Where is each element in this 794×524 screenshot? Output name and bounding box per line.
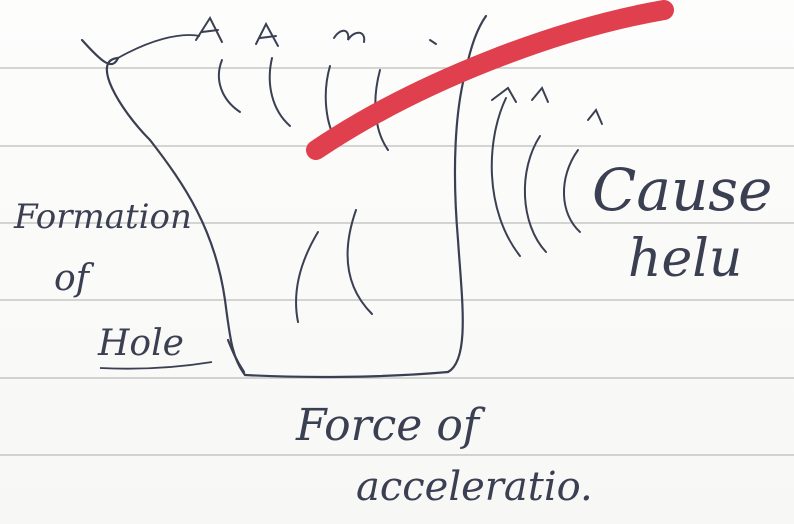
labels: Formation of Hole Cause helu Force of ac… [13, 156, 772, 510]
hole-label-underline [99, 361, 213, 370]
right-arrow-mark [587, 108, 603, 125]
hole-right-wall [446, 14, 488, 374]
arrow-tick [429, 39, 437, 45]
field-line [268, 57, 291, 127]
right-arrow-mark [531, 86, 549, 103]
label-right-line2: helu [628, 229, 742, 289]
top-field-lines [217, 57, 389, 151]
arrow-mark [195, 15, 223, 43]
hole-outline [80, 14, 488, 379]
red-strike-mark [306, 0, 674, 160]
inner-line [346, 209, 373, 315]
top-connector-stroke [117, 34, 201, 59]
arrow-mark [333, 29, 366, 43]
label-bottom-line1: Force of [295, 400, 486, 451]
right-arrow-mark [491, 86, 517, 103]
label-left-line1: Formation [13, 197, 192, 237]
right-arc [490, 97, 521, 257]
right-arc [523, 135, 547, 253]
hole-bottom [243, 370, 450, 379]
hole-left-wall [105, 56, 247, 377]
label-left-line2: of [54, 258, 95, 299]
label-right-line1: Cause [592, 156, 772, 224]
arrow-mark [255, 21, 279, 47]
right-arcs [490, 86, 603, 257]
field-line [217, 59, 241, 113]
inner-line [295, 231, 319, 323]
inner-field-lines [295, 209, 373, 323]
hole-top-cross [80, 38, 120, 66]
label-left-line3: Hole [97, 323, 184, 364]
ruled-lines [0, 67, 794, 456]
right-arc [563, 149, 581, 233]
top-arrows [195, 15, 437, 47]
label-bottom-line2: acceleratio. [356, 464, 593, 510]
hole-corner-mark [226, 338, 246, 374]
